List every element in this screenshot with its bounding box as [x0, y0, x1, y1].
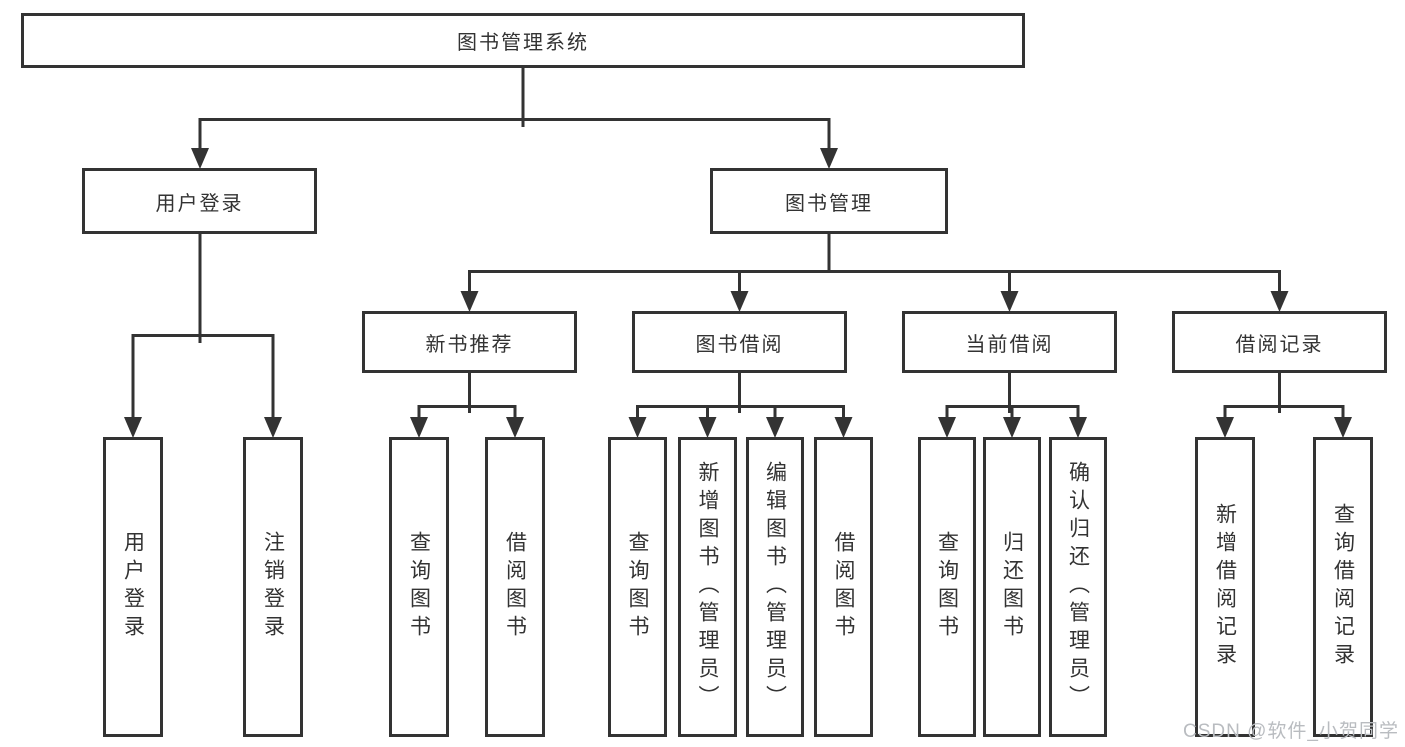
node-root: 图书管理系统 [21, 13, 1025, 68]
leaf-query-books-current: 查询图书 [918, 437, 976, 737]
watermark: CSDN @软件_小贺同学 [1183, 721, 1399, 742]
node-user-login: 用户登录 [82, 168, 317, 234]
node-borrow-records: 借阅记录 [1172, 311, 1387, 373]
leaf-return-book: 归还图书 [983, 437, 1041, 737]
leaf-logout: 注销登录 [243, 437, 303, 737]
node-current-borrow: 当前借阅 [902, 311, 1117, 373]
leaf-query-books-borrow: 查询图书 [608, 437, 667, 737]
leaf-query-books-recommend: 查询图书 [389, 437, 449, 737]
leaf-query-borrow-record: 查询借阅记录 [1313, 437, 1373, 737]
leaf-add-borrow-record: 新增借阅记录 [1195, 437, 1255, 737]
leaf-edit-book-admin: 编辑图书（管理员） [746, 437, 804, 737]
leaf-user-login: 用户登录 [103, 437, 163, 737]
node-book-management: 图书管理 [710, 168, 948, 234]
node-new-book-recommend: 新书推荐 [362, 311, 577, 373]
leaf-borrow-books-recommend: 借阅图书 [485, 437, 545, 737]
leaf-add-book-admin: 新增图书（管理员） [678, 437, 737, 737]
leaf-confirm-return-admin: 确认归还（管理员） [1049, 437, 1107, 737]
node-book-borrow: 图书借阅 [632, 311, 847, 373]
leaf-borrow-books: 借阅图书 [814, 437, 873, 737]
